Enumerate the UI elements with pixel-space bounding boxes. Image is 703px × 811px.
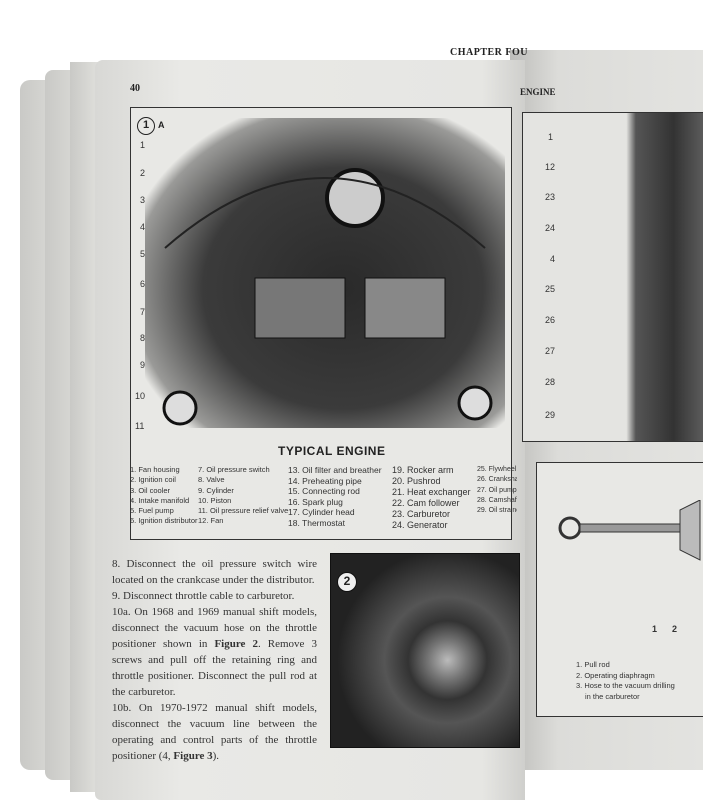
legend-item: in the carburetor xyxy=(585,691,640,701)
callout: 1 xyxy=(548,132,554,142)
legend-item: 17. Cylinder head xyxy=(288,507,355,517)
figure-number: 1 xyxy=(142,119,150,131)
callout: 10 xyxy=(135,391,146,401)
step-9: 9. Disconnect throttle cable to carburet… xyxy=(112,590,295,602)
engine-drawing xyxy=(162,168,493,426)
callout: 4 xyxy=(550,254,556,264)
figure-3 xyxy=(536,462,703,717)
callout: 8 xyxy=(140,333,146,343)
legend-item: 5. Fuel pump xyxy=(130,506,174,516)
callout: 3 xyxy=(140,195,146,205)
callout: 26 xyxy=(545,315,556,325)
figure-title: TYPICAL ENGINE xyxy=(278,444,386,458)
callout: 6 xyxy=(140,279,146,289)
callout: 28 xyxy=(545,377,556,387)
figure-ref: Figure 2 xyxy=(214,638,258,650)
legend-item: 3. Hose to the vacuum drilling xyxy=(576,681,675,690)
legend-item: 29. Oil strainer xyxy=(477,507,517,515)
figure-number-badge: 2 xyxy=(337,572,357,592)
legend-item: 14. Preheating pipe xyxy=(288,475,362,486)
legend-item: 27. Oil pump xyxy=(477,486,517,494)
legend-item: 1. Fan housing xyxy=(130,465,180,474)
callout: 1 xyxy=(652,624,658,634)
legend-item: 24. Generator xyxy=(392,520,448,530)
callout: 24 xyxy=(545,223,556,233)
step-text: 10a. On 1968 and 1969 manual shift model… xyxy=(112,606,317,650)
callout: 25 xyxy=(545,284,556,294)
step-text: 10b. On 1970-1972 manual shift models, d… xyxy=(112,702,317,762)
callout: 4 xyxy=(140,222,146,232)
callout: 5 xyxy=(140,249,146,259)
legend-item: 1. Pull rod xyxy=(576,660,610,669)
pull-rod-drawing xyxy=(558,500,701,561)
legend-item: 13. Oil filter and breather xyxy=(288,465,382,475)
legend-item: 8. Valve xyxy=(198,475,225,485)
callout: 27 xyxy=(545,346,556,356)
callout: 29 xyxy=(545,410,556,420)
legend-item: 12. Fan xyxy=(198,516,224,526)
legend-item: 11. Oil pressure relief valve xyxy=(198,506,289,516)
step-10a: 10a. On 1968 and 1969 manual shift model… xyxy=(112,604,317,700)
callout: 2 xyxy=(672,624,678,634)
legend-item: 6. Ignition distributor xyxy=(130,516,198,526)
legend-item: 9. Cylinder xyxy=(198,485,234,495)
legend-item: 22. Cam follower xyxy=(392,498,460,508)
legend-column: 19. Rocker arm 20. Pushrod 21. Heat exch… xyxy=(392,465,471,531)
legend-item: 26. Crankshaft xyxy=(477,476,517,484)
legend-item: 25. Flywheel xyxy=(477,466,517,473)
legend-item: 28. Camshaft xyxy=(477,496,517,504)
step-text: ). xyxy=(212,750,220,762)
legend-item: 21. Heat exchanger xyxy=(392,487,471,497)
figure-number-badge: 1 xyxy=(137,117,155,135)
callout: 11 xyxy=(135,421,145,431)
figure-ref: Figure 3 xyxy=(173,750,213,762)
engine-illustration xyxy=(145,118,505,428)
legend-item: 2. Operating diaphragm xyxy=(576,670,655,680)
right-figure xyxy=(522,112,703,442)
legend-item: 16. Spark plug xyxy=(288,496,343,507)
body-text: 8. Disconnect the oil pressure switch wi… xyxy=(112,556,317,764)
legend-item: 20. Pushrod xyxy=(392,476,441,486)
legend-item: 7. Oil pressure switch xyxy=(198,465,270,474)
step-10b: 10b. On 1970-1972 manual shift models, d… xyxy=(112,700,317,764)
figure-3-legend: 1. Pull rod 2. Operating diaphragm 3. Ho… xyxy=(576,660,675,702)
figure-sub: A xyxy=(158,120,165,130)
legend-item: 4. Intake manifold xyxy=(130,495,190,505)
legend-column: 25. Flywheel 26. Crankshaft 27. Oil pump… xyxy=(477,465,517,516)
figure-number: 2 xyxy=(343,574,351,588)
callout: 9 xyxy=(140,360,146,370)
legend-column: 1. Fan housing 2. Ignition coil 3. Oil c… xyxy=(130,465,198,527)
callout: 2 xyxy=(140,168,146,178)
figure-2-photo: 2 xyxy=(330,553,520,748)
legend-item: 18. Thermostat xyxy=(288,517,346,528)
section-header: ENGINE xyxy=(520,87,556,97)
callout: 12 xyxy=(545,162,556,172)
step-8: 8. Disconnect the oil pressure switch wi… xyxy=(112,558,317,586)
legend-item: 2. Ignition coil xyxy=(130,475,176,485)
legend-item: 15. Connecting rod xyxy=(288,486,360,496)
legend-column: 13. Oil filter and breather 14. Preheati… xyxy=(288,465,382,528)
legend-item: 23. Carburetor xyxy=(392,509,451,519)
legend-column: 7. Oil pressure switch 8. Valve 9. Cylin… xyxy=(198,465,288,527)
callout: 7 xyxy=(140,307,146,317)
legend-item: 19. Rocker arm xyxy=(392,465,454,475)
chapter-header: CHAPTER FOU xyxy=(450,47,528,58)
callout: 23 xyxy=(545,192,556,202)
legend-item: 3. Oil cooler xyxy=(130,485,171,495)
page-number: 40 xyxy=(130,83,140,94)
step-text: . Remove 3 screws and pull off the retai… xyxy=(112,638,317,698)
callout: 1 xyxy=(140,140,146,150)
legend-item: 10. Piston xyxy=(198,495,232,505)
